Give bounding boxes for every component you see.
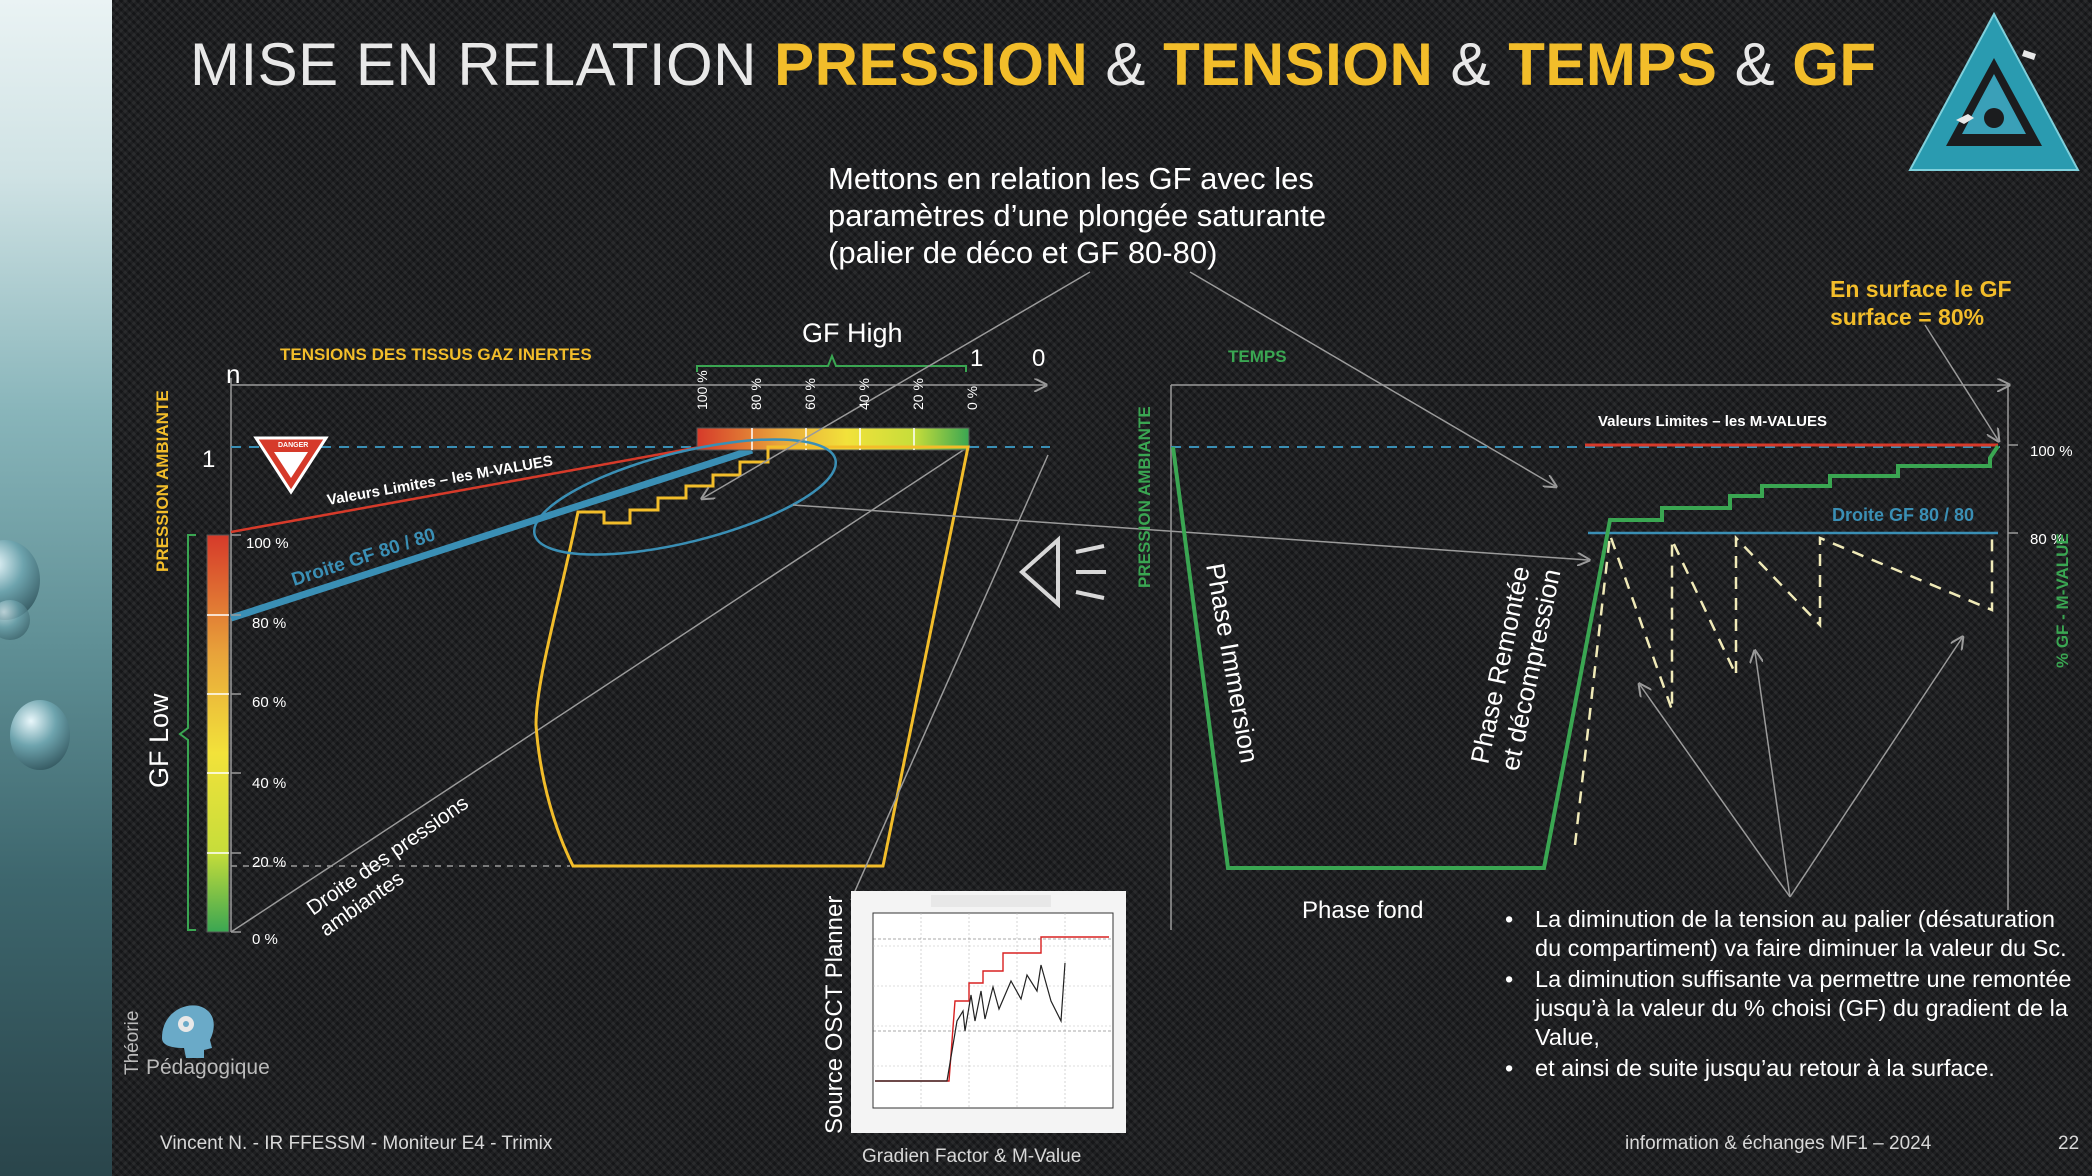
side-scale-60: 60 %: [252, 694, 286, 711]
bullet-item: et ainsi de suite jusqu’au retour à la s…: [1505, 1054, 2085, 1083]
title-word-gf: GF: [1792, 31, 1877, 98]
intro-line: (palier de déco et GF 80-80): [828, 235, 1218, 270]
top-scale-100: 100 %: [694, 370, 710, 410]
source-planner-chart: [851, 891, 1126, 1133]
diver-icon: [1956, 114, 1974, 124]
gf-high-bar: [696, 427, 970, 451]
bullet-item: La diminution suffisante va permettre un…: [1505, 965, 2085, 1052]
left-pression-ambiante: PRESSION AMBIANTE: [153, 390, 172, 572]
top-scale-0: 0 %: [964, 386, 980, 410]
surface-note-1: En surface le GF: [1830, 276, 2012, 302]
top-scale-20: 20 %: [910, 378, 926, 410]
danger-sign-inner: [274, 452, 308, 478]
pointer-line: [1789, 638, 1962, 898]
side-ticks: [231, 534, 241, 933]
droite-gf-right-label: Droite GF 80 / 80: [1832, 505, 1974, 525]
head-brain-icon: [162, 1005, 214, 1058]
side-scale-100: 100 %: [246, 535, 289, 552]
temps-label: TEMPS: [1228, 347, 1287, 366]
pointer-line: [792, 504, 1588, 560]
gf-low-brace: [178, 534, 196, 931]
dive-profile: [1171, 444, 2000, 870]
right-gf-axis-label: % GF - M-VALUE: [2053, 533, 2072, 668]
pointer-line: [703, 271, 1091, 498]
slide-title: MISE EN RELATION PRESSION & TENSION & TE…: [190, 30, 1877, 99]
n-label: n: [226, 359, 240, 389]
top-scale-40: 40 %: [856, 378, 872, 410]
gf-high-one: 1: [970, 345, 983, 372]
badge-line2: Pédagogique: [146, 1056, 270, 1079]
badge-line1: Théorie: [122, 1011, 143, 1075]
title-prefix: MISE EN RELATION: [190, 31, 757, 98]
level-one-label: 1: [202, 446, 215, 473]
side-scale-80: 80 %: [252, 615, 286, 632]
pointer-line: [850, 454, 1049, 901]
right-pct-80: 80 %: [2030, 531, 2064, 548]
side-scale-40: 40 %: [252, 775, 286, 792]
right-pression-ambiante: PRESSION AMBIANTE: [1135, 406, 1154, 588]
title-amp: &: [1105, 31, 1146, 98]
water-drop: [10, 700, 70, 770]
deco-stops-ellipse: [532, 438, 838, 556]
intro-line: paramètres d’une plongée saturante: [828, 198, 1327, 233]
source-label: Source OSCT Planner: [821, 896, 848, 1134]
look-icon: [1018, 535, 1106, 609]
pointer-line: [1755, 652, 1791, 898]
club-logo: [1908, 11, 2080, 171]
right-pct-ticks: [2008, 444, 2018, 534]
title-amp: &: [1450, 31, 1492, 98]
gf-high-brace: [696, 353, 967, 372]
title-amp: &: [1734, 31, 1776, 98]
source-caption: Gradien Factor & M-Value: [862, 1146, 1082, 1167]
footer-page: 22: [2058, 1133, 2080, 1154]
phase-fond-label: Phase fond: [1302, 897, 1423, 924]
intro-line: Mettons en relation les GF avec les: [828, 161, 1314, 196]
title-word-pression: PRESSION: [774, 31, 1089, 98]
tension-sawtooth: [1573, 534, 1994, 846]
m-values-right-label: Valeurs Limites – les M-VALUES: [1598, 413, 1827, 430]
tensions-label: TENSIONS DES TISSUS GAZ INERTES: [280, 345, 592, 364]
pointer-line: [1640, 685, 1791, 898]
top-scale-80: 80 %: [748, 378, 764, 410]
explanation-bullets: La diminution de la tension au palier (d…: [1505, 905, 2085, 1085]
right-pct-100: 100 %: [2030, 443, 2073, 460]
intro-text: Mettons en relation les GF avec les para…: [828, 160, 1468, 271]
tissue-tension-profile: [534, 445, 970, 868]
top-scale-60: 60 %: [802, 378, 818, 410]
diver-icon: [2022, 50, 2036, 60]
footer-author: Vincent N. - IR FFESSM - Moniteur E4 - T…: [160, 1133, 553, 1154]
background-photo-strip: [0, 0, 112, 1176]
danger-label: DANGER: [278, 442, 308, 449]
side-scale-20: 20 %: [252, 854, 286, 871]
gf-low-bar: [206, 534, 230, 933]
m-value-line-left: [230, 445, 701, 534]
gf-low-label: GF Low: [144, 693, 174, 788]
gf-high-label: GF High: [802, 318, 903, 348]
title-word-tension: TENSION: [1163, 31, 1434, 98]
pointer-line: [1924, 324, 1998, 440]
bullet-item: La diminution de la tension au palier (d…: [1505, 905, 2085, 963]
gf-line-left: [229, 446, 754, 622]
footer-event: information & échanges MF1 – 2024: [1625, 1133, 1932, 1154]
side-scale-0: 0 %: [252, 931, 278, 948]
pointer-line: [1189, 271, 1555, 486]
surface-note-2: surface = 80%: [1830, 304, 1984, 330]
droite-pressions-1: Droite des pressions: [303, 791, 473, 920]
gf-high-zero: 0: [1032, 345, 1045, 372]
title-word-temps: TEMPS: [1508, 31, 1718, 98]
ambient-pressure-line: [230, 446, 969, 933]
